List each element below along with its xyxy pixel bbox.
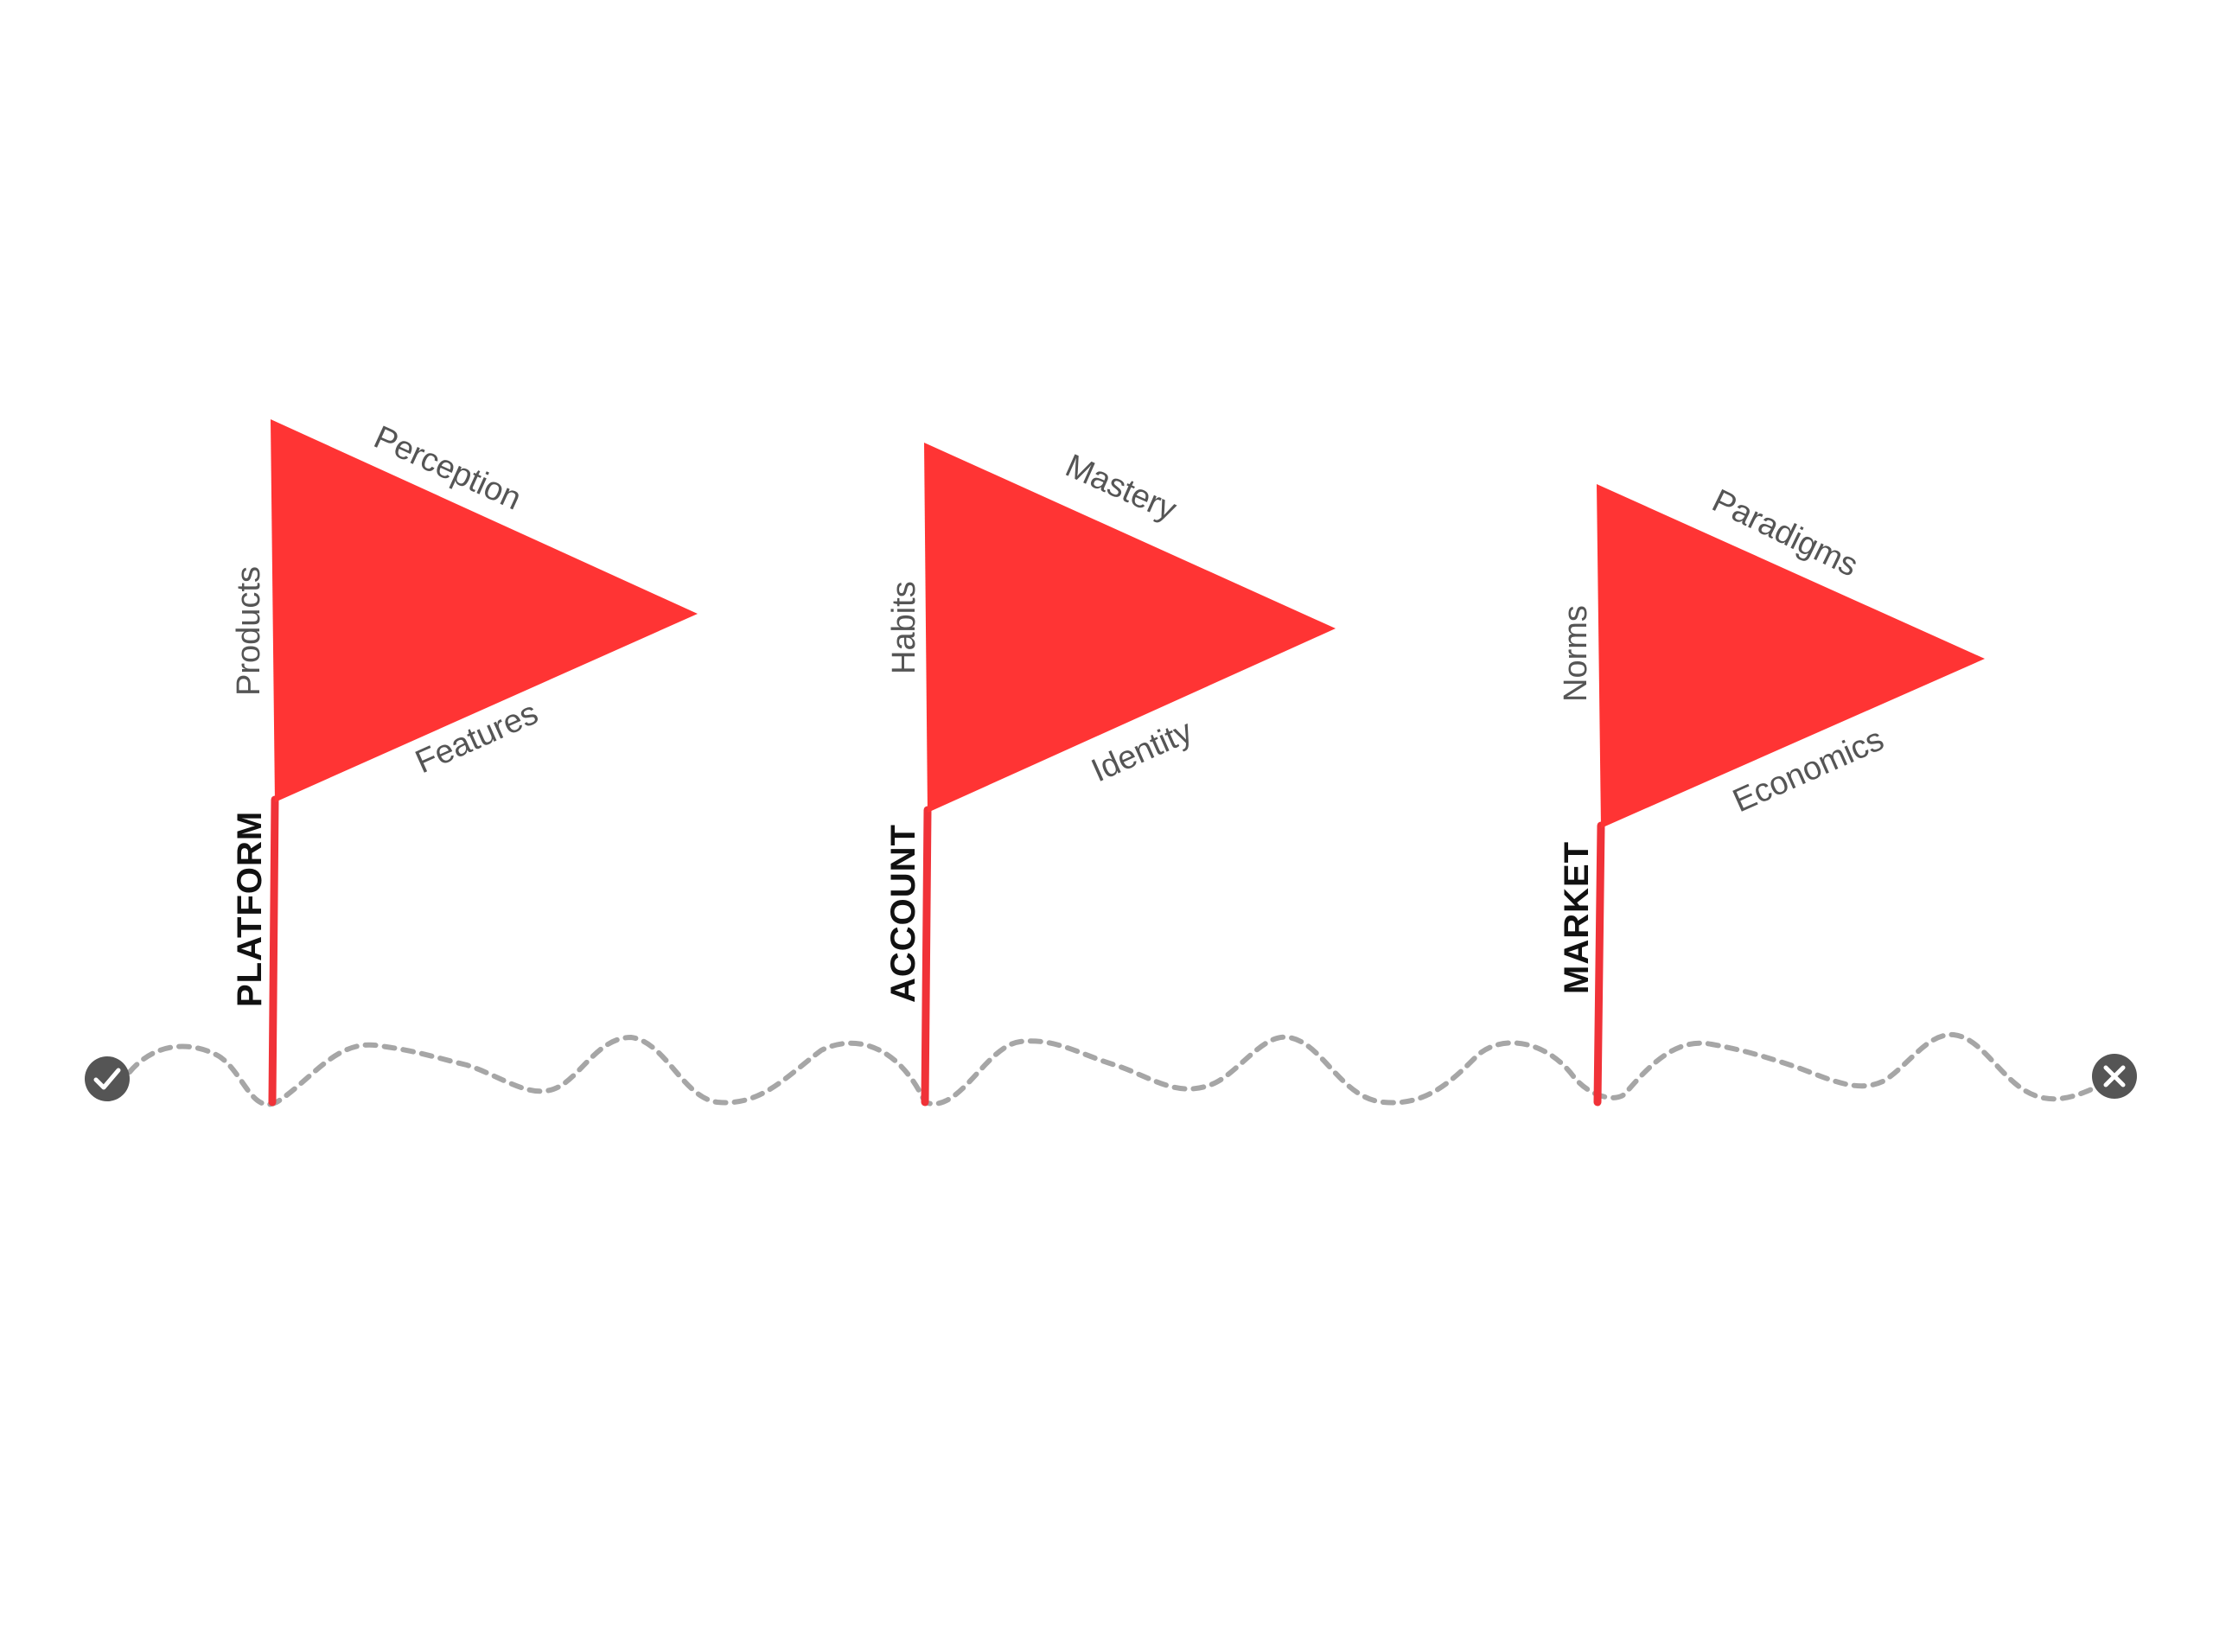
check-icon — [93, 1068, 121, 1090]
flag-name-label: MARKET — [1558, 841, 1596, 994]
flag-triangle — [1597, 484, 1985, 828]
flag-left-label: Habits — [886, 581, 922, 674]
flag-left-label: Products — [231, 566, 267, 696]
flag-pole — [268, 795, 279, 1107]
roadmap-path — [127, 1031, 2103, 1107]
flag-market: Paradigms Economics Norms MARKET — [1558, 482, 1985, 1107]
flag-triangle — [271, 419, 698, 802]
flag-platform: Perception Features Products PLATFORM — [231, 419, 698, 1107]
flag-name-label: PLATFORM — [231, 811, 269, 1007]
end-close-marker — [2092, 1054, 2137, 1099]
flag-triangle — [924, 443, 1336, 813]
flag-name-label: ACCOUNT — [884, 824, 922, 1003]
flag-pole — [921, 806, 932, 1107]
close-icon — [2103, 1065, 2126, 1088]
flag-pole — [1593, 821, 1605, 1107]
start-check-marker — [85, 1056, 130, 1101]
flag-left-label: Norms — [1558, 605, 1594, 702]
flag-account: Mastery Identity Habits ACCOUNT — [884, 443, 1336, 1107]
